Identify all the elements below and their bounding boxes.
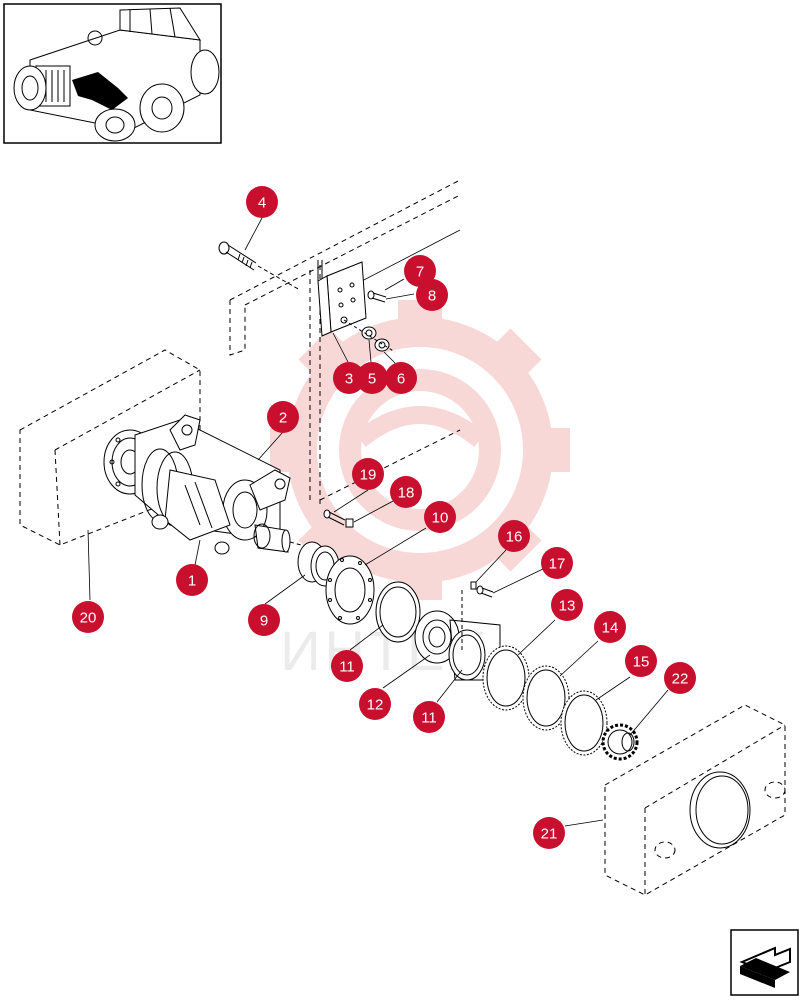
callout-c11b: 11	[413, 701, 445, 733]
callout-c3: 3	[333, 362, 365, 394]
callout-label: 12	[367, 697, 384, 714]
callout-label: 21	[541, 826, 558, 843]
callout-label: 11	[339, 659, 355, 676]
callout-label: 16	[506, 529, 523, 546]
callout-c9: 9	[248, 604, 280, 636]
part-bolt-19	[323, 509, 346, 526]
frame-top-phantom	[229, 179, 461, 505]
callout-label: 13	[559, 598, 576, 615]
callout-badge	[413, 701, 445, 733]
callout-badge	[416, 279, 448, 311]
part-disc-11a	[375, 581, 421, 643]
callout-badge	[385, 362, 417, 394]
callout-c18: 18	[390, 476, 422, 508]
callout-c7: 7	[404, 255, 436, 287]
callout-c4: 4	[246, 186, 278, 218]
callout-c13: 13	[551, 589, 583, 621]
callout-badge	[72, 601, 104, 633]
callout-label: 2	[279, 410, 287, 427]
part-screw-7	[367, 290, 387, 303]
callout-c15: 15	[625, 645, 657, 677]
callout-badge	[390, 476, 422, 508]
callout-badge	[498, 520, 530, 552]
callout-badge	[246, 186, 278, 218]
callout-label: 20	[80, 610, 97, 627]
callout-c14: 14	[594, 611, 626, 643]
callout-label: 3	[345, 371, 353, 388]
callout-c11a: 11	[331, 650, 363, 682]
callout-c21: 21	[533, 817, 565, 849]
callout-badge	[404, 255, 436, 287]
callout-badge	[541, 547, 573, 579]
callout-badge	[625, 645, 657, 677]
part-washer-5	[361, 326, 377, 340]
callout-c20: 20	[72, 601, 104, 633]
callout-c5: 5	[356, 362, 388, 394]
part-disc-11b	[448, 629, 486, 681]
callout-c17: 17	[541, 547, 573, 579]
callout-c2: 2	[267, 401, 299, 433]
callout-badge	[356, 362, 388, 394]
callout-label: 8	[428, 288, 436, 305]
callout-label: 11	[421, 710, 437, 727]
callout-label: 14	[602, 620, 619, 637]
callout-badge	[248, 604, 280, 636]
callout-label: 1	[188, 573, 196, 590]
part-sprocket-22	[601, 723, 639, 761]
callout-badge	[359, 688, 391, 720]
callout-label: 6	[397, 371, 405, 388]
callout-label: 10	[432, 510, 449, 527]
part-disc-13	[482, 645, 530, 711]
callout-badge	[533, 817, 565, 849]
part-axle-housing-1	[103, 414, 331, 555]
callout-c19: 19	[352, 458, 384, 490]
callout-label: 9	[260, 613, 268, 630]
callout-label: 19	[360, 467, 377, 484]
callout-badge	[333, 362, 365, 394]
callout-label: 7	[416, 264, 424, 281]
callout-c1: 1	[176, 564, 208, 596]
callout-c22: 22	[664, 662, 696, 694]
callout-label: 4	[258, 195, 266, 212]
callout-badge	[664, 662, 696, 694]
part-disc-15	[560, 690, 608, 756]
callout-c6: 6	[385, 362, 417, 394]
callout-badge	[267, 401, 299, 433]
callout-badge	[551, 589, 583, 621]
callout-label: 5	[368, 371, 376, 388]
callout-c10: 10	[424, 501, 456, 533]
part-bolt-17	[470, 581, 494, 598]
next-page-arrow-icon[interactable]	[730, 929, 799, 996]
machine-location-thumbnail	[3, 3, 222, 144]
part-nut-6	[374, 338, 390, 352]
part-bolt-4	[218, 241, 301, 291]
callout-label: 22	[672, 671, 689, 688]
callout-c16: 16	[498, 520, 530, 552]
part-nut-18	[345, 518, 354, 528]
callout-badge	[352, 458, 384, 490]
callout-badge	[424, 501, 456, 533]
callout-badge	[176, 564, 208, 596]
location-highlight-marker	[72, 72, 128, 110]
callout-c8: 8	[416, 279, 448, 311]
leader-lines	[87, 217, 669, 827]
callout-label: 18	[398, 485, 415, 502]
callout-label: 17	[549, 556, 566, 573]
callout-badge	[331, 650, 363, 682]
callout-c12: 12	[359, 688, 391, 720]
frame-right-phantom	[604, 704, 786, 896]
parts-line-art	[19, 179, 786, 896]
part-flange-10	[325, 555, 375, 625]
callout-label: 15	[633, 654, 650, 671]
part-bracket-plate	[317, 260, 367, 337]
callout-badge	[594, 611, 626, 643]
